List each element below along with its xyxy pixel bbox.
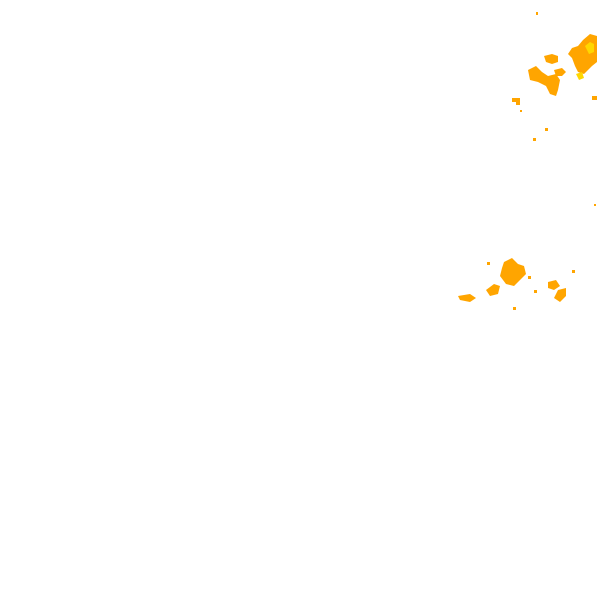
patch xyxy=(554,68,566,76)
patch-highlight xyxy=(585,42,594,54)
speck xyxy=(513,307,516,310)
patch-highlight xyxy=(576,72,584,80)
speck xyxy=(592,96,597,100)
speck xyxy=(545,128,548,131)
patch xyxy=(500,258,526,286)
patch xyxy=(486,284,500,296)
patch xyxy=(568,34,597,74)
speck xyxy=(528,276,531,279)
patch xyxy=(458,294,476,302)
patch xyxy=(544,54,558,64)
speck xyxy=(520,110,522,112)
patch xyxy=(554,288,566,302)
speck xyxy=(516,102,520,105)
east-central-cluster xyxy=(458,204,596,310)
speck xyxy=(487,262,490,265)
speck xyxy=(572,270,575,273)
speck xyxy=(594,204,596,206)
northeast-cluster xyxy=(512,12,597,141)
speck xyxy=(536,12,538,15)
patch xyxy=(548,280,560,290)
speck xyxy=(534,290,537,293)
patch xyxy=(528,66,560,96)
speck xyxy=(512,98,520,102)
speck xyxy=(533,138,536,141)
